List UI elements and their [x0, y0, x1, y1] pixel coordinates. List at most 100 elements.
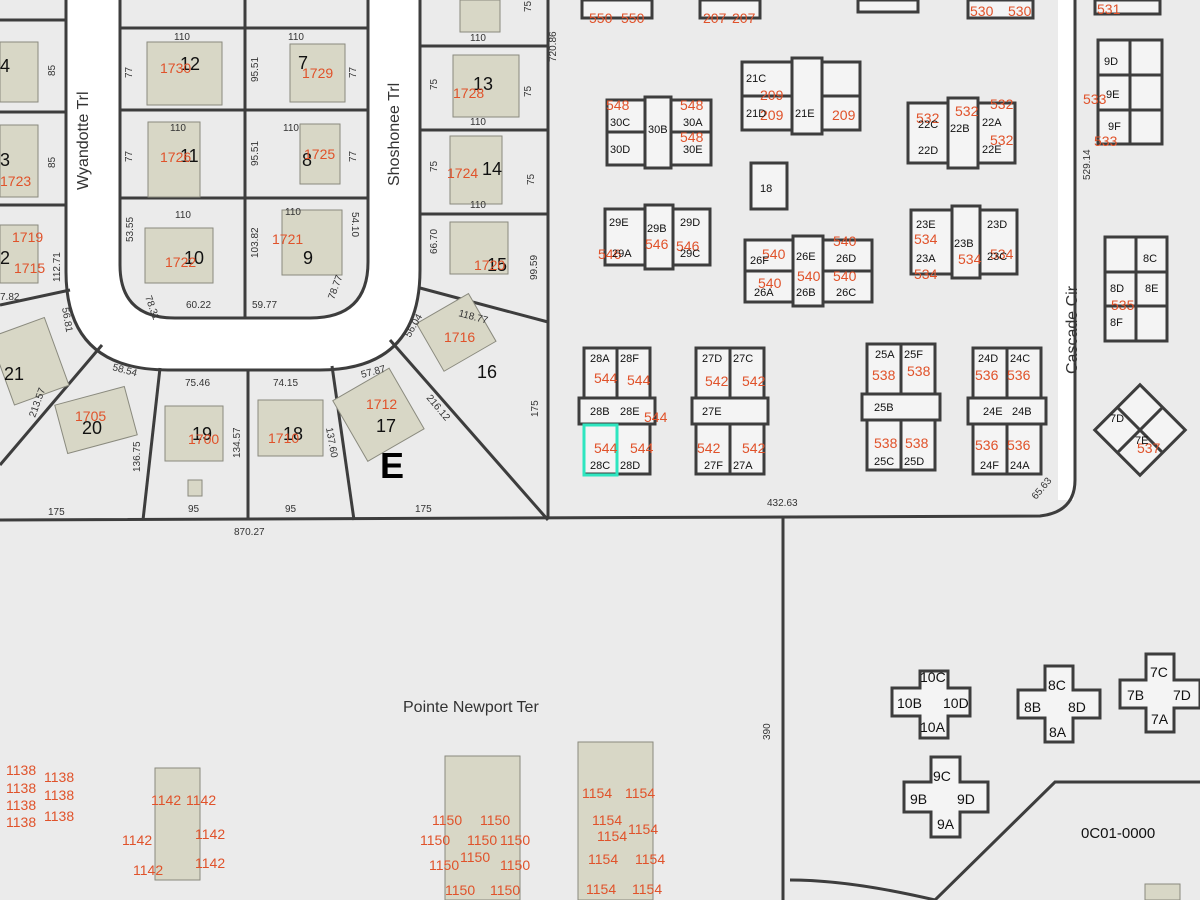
unit-block-7 [1092, 382, 1188, 478]
address: 532 [916, 110, 940, 126]
address: 1728 [453, 85, 484, 101]
dimension: 59.77 [252, 300, 277, 311]
loop-road-inner-edge [118, 0, 370, 320]
address: 530 [970, 3, 994, 19]
unit-label: 27C [733, 353, 753, 365]
unit-label: 8F [1110, 317, 1123, 329]
address-labels: 1729 1730 1725 1726 1723 1719 1715 1721 … [0, 1, 1161, 898]
unit-18 [749, 161, 789, 211]
dimension: 77 [124, 150, 135, 162]
unit-label: 7B [1127, 687, 1144, 703]
address: 1154 [582, 785, 612, 801]
address: 544 [594, 440, 618, 456]
address: 1138 [44, 769, 74, 785]
address: 536 [975, 367, 999, 383]
house [0, 41, 39, 103]
dimension: 85 [47, 156, 58, 168]
unit-label: 25D [904, 456, 924, 468]
unit-label: 24D [978, 353, 998, 365]
unit-label: 22C [918, 119, 938, 131]
address: 536 [1007, 437, 1031, 453]
dimension: 110 [470, 117, 486, 128]
address: 531 [1097, 1, 1121, 17]
unit-block-9-south [902, 755, 990, 839]
house [299, 123, 341, 185]
address: 207 [703, 10, 727, 26]
unit-label: 7D [1173, 687, 1191, 703]
address: 542 [742, 440, 766, 456]
address: 1723 [0, 173, 31, 189]
selected-unit-highlight[interactable] [582, 423, 619, 477]
address: 1154 [586, 881, 616, 897]
address: 533 [1094, 133, 1118, 149]
unit-label: 22D [918, 145, 938, 157]
dimension: 175 [415, 504, 432, 515]
unit-label: 27E [702, 406, 722, 418]
unit-block [698, 0, 762, 20]
unit-label: 26D [836, 253, 856, 265]
unit-label: 10A [920, 719, 946, 735]
house [257, 399, 324, 457]
unit-label: 25F [904, 349, 923, 361]
dimension: 134.57 [232, 427, 243, 458]
unit-label: 26B [796, 287, 816, 299]
unit-label: 8E [1145, 283, 1158, 295]
address: 538 [874, 435, 898, 451]
unit-25-mid [860, 392, 942, 422]
unit-label: 25A [875, 349, 895, 361]
lot-number: 13 [473, 74, 493, 94]
address: 532 [990, 96, 1014, 112]
address: 1150 [500, 857, 530, 873]
unit-label: 26A [754, 287, 774, 299]
unit-label: 7C [1150, 664, 1168, 680]
lot-number: 19 [192, 424, 212, 444]
address: 533 [1083, 91, 1107, 107]
dimension: 720.86 [548, 31, 559, 62]
address: 532 [990, 132, 1014, 148]
dimension: 53.55 [125, 217, 136, 242]
parcel-id: 0C01-0000 [1081, 825, 1155, 842]
unit-26-mid [791, 234, 825, 308]
unit-label: 9C [933, 768, 951, 784]
unit-label: 28C [590, 460, 610, 472]
dimension: 112.71 [52, 252, 63, 282]
address: 537 [1137, 440, 1161, 456]
address: 544 [644, 409, 668, 425]
address: 1150 [429, 857, 459, 873]
address: 538 [907, 363, 931, 379]
house [415, 292, 497, 372]
unit-label: 8B [1024, 699, 1041, 715]
street-labels: Wyandotte Trl Shoshonee Trl Cascade Cir … [75, 83, 1081, 716]
unit-block [580, 0, 654, 20]
dimension: 529.14 [1082, 149, 1093, 180]
dimension: 432.63 [767, 498, 798, 509]
unit-label: 8D [1068, 699, 1086, 715]
unit-label: 9D [1104, 56, 1118, 68]
dimension: 66.70 [429, 229, 440, 254]
lot-number: 7 [298, 53, 308, 73]
house [144, 227, 214, 284]
address: 1150 [420, 832, 450, 848]
cascade-cir-road [1058, 0, 1074, 500]
unit-label: 30A [683, 117, 703, 129]
west-lots [0, 18, 550, 521]
east-boundary [0, 0, 1077, 522]
unit-divider [1116, 406, 1164, 454]
unit-22B [946, 96, 980, 170]
lot-line [419, 286, 549, 324]
address: 1138 [6, 814, 36, 830]
unit-label: 10D [943, 695, 969, 711]
dimension: 85 [47, 64, 58, 76]
lot-number: 10 [184, 248, 204, 268]
address: 548 [606, 97, 630, 113]
condo-building [154, 767, 201, 881]
address: 1725 [304, 146, 335, 162]
unit-label: 24F [980, 460, 999, 472]
building [1144, 883, 1181, 900]
address: 540 [762, 246, 786, 262]
address: 1715 [14, 260, 45, 276]
inner-lots [120, 0, 368, 318]
address: 1154 [588, 851, 618, 867]
